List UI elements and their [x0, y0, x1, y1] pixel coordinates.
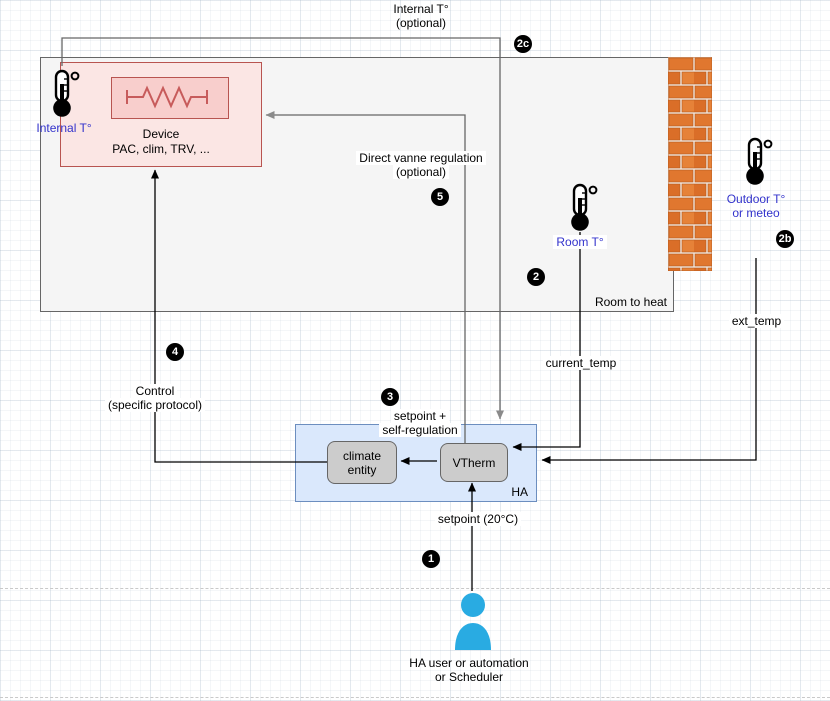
device-box: Device PAC, clim, TRV, ... [60, 62, 262, 167]
page-break-line [0, 588, 830, 589]
actor-label: HA user or automation or Scheduler [409, 656, 529, 684]
vanne-regulation-label: Direct vanne regulation (optional) [346, 151, 496, 179]
step-badge-2: 2 [527, 268, 545, 286]
current-temp-label: current_temp [533, 356, 629, 370]
setpoint-regulation-label: setpoint + self-regulation [368, 409, 472, 437]
room-temp-label: Room T° [538, 235, 622, 249]
heater-resistor-icon [111, 77, 229, 119]
device-subtitle: PAC, clim, TRV, ... [112, 142, 210, 156]
setpoint-label: setpoint (20°C) [420, 512, 536, 526]
internal-temp-label: Internal T° [36, 121, 92, 135]
step-badge-4: 4 [166, 343, 184, 361]
step-badge-2b: 2b [776, 230, 794, 248]
ha-label: HA [511, 485, 528, 499]
brick-wall [668, 57, 712, 271]
ext-temp-label: ext_temp [709, 314, 804, 328]
step-badge-3: 3 [381, 388, 399, 406]
room-label: Room to heat [594, 295, 667, 309]
page-break-line [0, 697, 830, 698]
vtherm-box: VTherm [440, 443, 508, 482]
step-badge-5: 5 [431, 188, 449, 206]
internal-temp-edge-label: Internal T° (optional) [393, 2, 449, 30]
outdoor-temp-label: Outdoor T° or meteo [726, 192, 786, 220]
user-icon [455, 593, 491, 650]
step-badge-2c: 2c [514, 35, 532, 53]
internal-thermometer-icon [53, 69, 80, 117]
room-thermometer-icon [571, 183, 598, 231]
outdoor-thermometer-icon [746, 137, 773, 185]
climate-entity-box: climate entity [327, 441, 397, 484]
step-badge-1: 1 [422, 550, 440, 568]
control-label: Control (specific protocol) [95, 384, 215, 412]
